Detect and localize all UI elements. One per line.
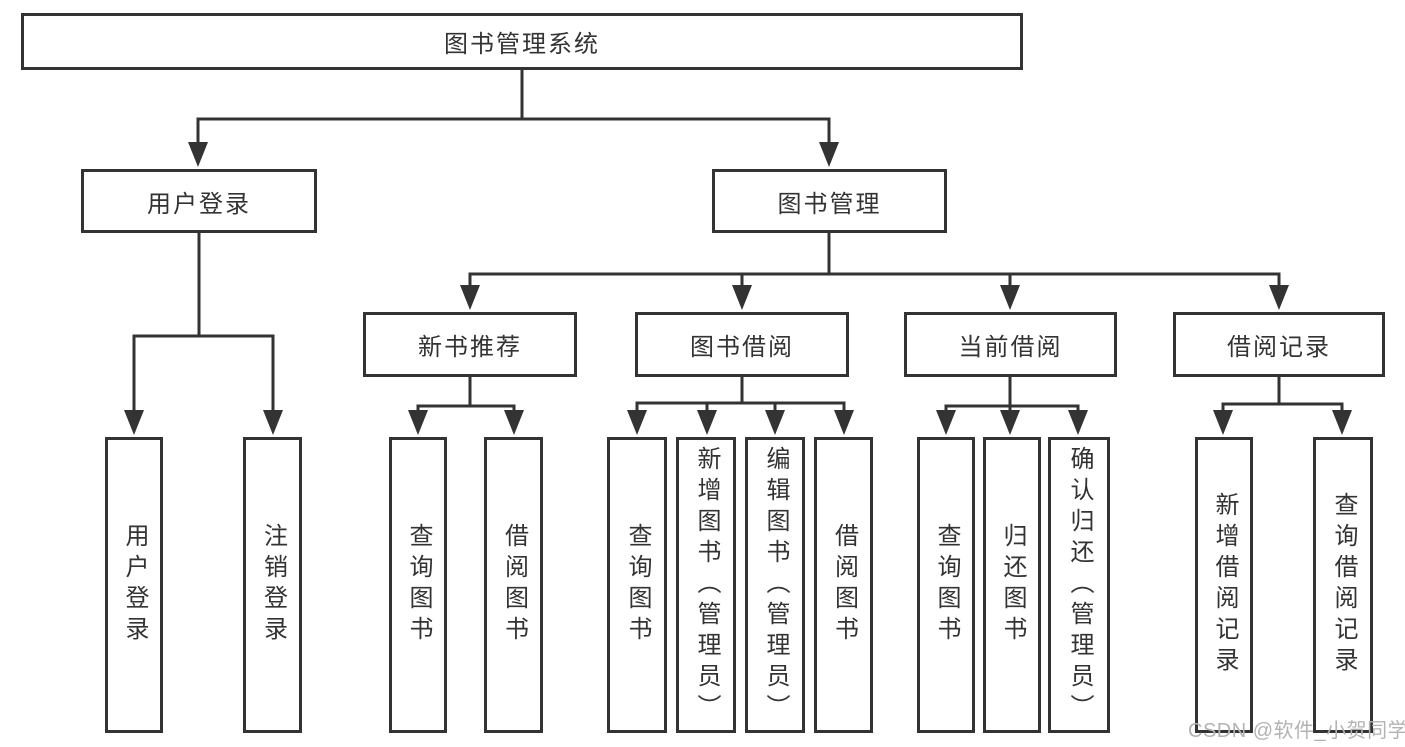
- leaf-record-query: 查询借阅记录: [1313, 437, 1373, 733]
- leaf-current-confirm-return-admin: 确认归还（管理员）: [1048, 437, 1110, 733]
- node-book-borrowing: 图书借阅: [635, 312, 849, 377]
- leaf-current-query-book: 查询图书: [917, 437, 975, 733]
- leaf-borrow-borrow-book: 借阅图书: [814, 437, 873, 733]
- leaf-rec-borrow-book-label: 借阅图书: [500, 523, 528, 647]
- node-borrowing-records: 借阅记录: [1173, 312, 1385, 377]
- leaf-borrow-query-book: 查询图书: [607, 437, 667, 733]
- leaf-borrow-borrow-book-label: 借阅图书: [830, 523, 858, 647]
- leaf-borrow-query-book-label: 查询图书: [624, 523, 651, 647]
- leaf-record-add: 新增借阅记录: [1195, 437, 1253, 733]
- leaf-rec-borrow-book: 借阅图书: [484, 437, 543, 733]
- leaf-current-return-book: 归还图书: [983, 437, 1041, 733]
- csdn-watermark: CSDN @软件_小贺同学: [1188, 720, 1405, 742]
- node-new-book-recommendation: 新书推荐: [363, 312, 577, 377]
- leaf-borrow-add-book-admin: 新增图书（管理员）: [676, 437, 736, 733]
- leaf-rec-query-book-label: 查询图书: [405, 523, 432, 647]
- leaf-logout: 注销登录: [243, 437, 302, 733]
- leaf-current-confirm-return-admin-label: 确认归还（管理员）: [1066, 445, 1093, 725]
- node-root-label: 图书管理系统: [444, 31, 600, 58]
- leaf-rec-query-book: 查询图书: [389, 437, 447, 733]
- node-user-login: 用户登录: [81, 169, 317, 233]
- leaf-borrow-add-book-admin-label: 新增图书（管理员）: [693, 445, 720, 725]
- node-user-login-label: 用户登录: [147, 190, 251, 218]
- node-book-management-label: 图书管理: [777, 190, 882, 218]
- node-current-borrowing: 当前借阅: [904, 312, 1117, 377]
- leaf-user-login: 用户登录: [105, 437, 163, 733]
- leaf-user-login-label: 用户登录: [121, 523, 148, 647]
- node-new-book-recommendation-label: 新书推荐: [418, 334, 522, 361]
- node-borrowing-records-label: 借阅记录: [1227, 334, 1331, 361]
- node-current-borrowing-label: 当前借阅: [958, 334, 1063, 361]
- leaf-logout-label: 注销登录: [259, 523, 287, 647]
- node-root: 图书管理系统: [21, 13, 1023, 70]
- leaf-current-return-book-label: 归还图书: [999, 523, 1026, 647]
- leaf-borrow-edit-book-admin: 编辑图书（管理员）: [745, 437, 805, 733]
- leaf-record-query-label: 查询借阅记录: [1330, 492, 1357, 678]
- leaf-record-add-label: 新增借阅记录: [1211, 492, 1238, 678]
- leaf-current-query-book-label: 查询图书: [933, 523, 960, 647]
- node-book-borrowing-label: 图书借阅: [690, 334, 794, 361]
- leaf-borrow-edit-book-admin-label: 编辑图书（管理员）: [762, 445, 789, 725]
- node-book-management: 图书管理: [712, 169, 947, 233]
